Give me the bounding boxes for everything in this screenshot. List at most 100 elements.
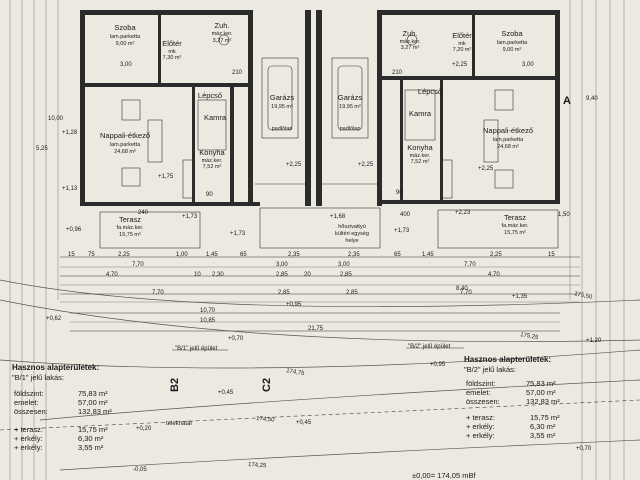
legend-left-row-1-value: 75,83 m² xyxy=(78,389,108,398)
dim-230: 2,30 xyxy=(212,272,224,278)
level-045b: +0,45 xyxy=(296,420,312,426)
legend-right-row-6-label: + erkély: xyxy=(466,431,495,440)
datum-label: ±0,00= 174,05 mBf xyxy=(412,471,476,480)
dim-90-a: 90 xyxy=(206,192,213,198)
room-eloter-left-area: 7,30 m² xyxy=(163,55,182,61)
dim-770-b: 7,70 xyxy=(464,262,476,268)
dim-2175: 21,75 xyxy=(308,326,324,332)
legend-right-row-3-value: 132,83 m² xyxy=(526,397,560,406)
dim-100: 1,00 xyxy=(176,252,188,258)
level-005: -0,05 xyxy=(133,467,147,473)
dim-1085: 10,85 xyxy=(200,318,216,324)
heat-pump-label-1: hőszivattyú xyxy=(338,224,366,230)
legend-left-row-3-value: 132,83 m² xyxy=(78,407,112,416)
room-konyha-right: Konyha xyxy=(407,143,433,152)
room-szoba-right-floor: lam.parketta xyxy=(497,40,528,46)
legend-right-row-5-label: + erkély: xyxy=(466,422,495,431)
dim-300-c: 3,00 xyxy=(120,62,132,68)
room-garazs-right: Garázs xyxy=(338,93,362,102)
room-konyha-right-floor: máz.ker. xyxy=(410,153,431,159)
room-nappali-left: Nappali-étkező xyxy=(100,131,150,140)
level-120: +1,20 xyxy=(586,338,602,344)
legend-left-row-4-value: 15,75 m² xyxy=(78,425,108,434)
dim-525: 5,25 xyxy=(36,146,48,152)
room-garazs-right-floor: padlólap xyxy=(340,126,361,132)
level-062: +0,62 xyxy=(46,316,62,322)
room-terasz-left-area: 15,75 m² xyxy=(119,232,141,238)
room-szoba-right: Szoba xyxy=(501,29,523,38)
dim-300-a: 3,00 xyxy=(276,262,288,268)
room-terasz-right: Terasz xyxy=(504,213,526,222)
label-b2: "B/2" jelű épület xyxy=(408,344,451,350)
dim-75: 75 xyxy=(88,252,95,258)
level-225c: +2,25 xyxy=(478,166,494,172)
room-zuh-left-area: 3,27 m² xyxy=(213,38,232,44)
legend-left-row-5-value: 6,30 m² xyxy=(78,434,104,443)
dim-225-a: 2,25 xyxy=(118,252,130,258)
room-lepcso-right: Lépcső xyxy=(418,87,442,96)
legend-right-row-1-label: földszint: xyxy=(466,379,496,388)
legend-right-row-1-value: 75,83 m² xyxy=(526,379,556,388)
dimension-labels: 15 75 2,25 1,00 1,45 65 2,35 2,35 65 1,4… xyxy=(36,62,598,332)
contour-lines xyxy=(0,279,640,471)
dim-210-a: 210 xyxy=(232,70,243,76)
legend-right-title: Hasznos alapterületek: xyxy=(464,355,551,364)
room-szoba-left-area: 9,00 m² xyxy=(116,41,135,47)
room-eloter-right: Előtér xyxy=(452,31,472,40)
dim-285-b: 2,85 xyxy=(340,272,352,278)
level-135: +1,35 xyxy=(512,294,528,300)
axis-b2: B2 xyxy=(169,378,181,392)
room-nappali-right-area: 24,68 m² xyxy=(497,144,519,150)
room-zuh-left: Zuh. xyxy=(214,21,229,30)
dim-770-d: 7,70 xyxy=(460,290,472,296)
garage-interiors xyxy=(255,57,377,185)
level-173b: +1,73 xyxy=(230,231,246,237)
level-173a: +1,73 xyxy=(182,214,198,220)
legend-right-row-4-value: 15,75 m² xyxy=(530,413,560,422)
legend-left-row-6-label: + erkély: xyxy=(14,443,43,452)
legend-left-row-2-label: emelet: xyxy=(14,398,39,407)
contour-label-17550: 175,50 xyxy=(574,291,594,301)
room-eloter-left-floor: mk xyxy=(168,49,176,55)
room-szoba-left: Szoba xyxy=(114,23,136,32)
room-zuh-right-floor: máz.ker. xyxy=(400,39,421,45)
level-168: +1,68 xyxy=(330,214,346,220)
level-020: +0,20 xyxy=(136,426,152,432)
level-225a: +2,25 xyxy=(286,162,302,168)
room-eloter-right-area: 7,20 m² xyxy=(453,47,472,53)
heat-pump-label-2: kültéri egység xyxy=(335,231,369,237)
building-labels: "B/1" jelű épület "B/2" jelű épület tele… xyxy=(166,95,593,480)
dim-235-b: 2,35 xyxy=(348,252,360,258)
room-zuh-right: Zuh. xyxy=(402,29,417,38)
legend-right-row-5-value: 6,30 m² xyxy=(530,422,556,431)
room-lepcso-left: Lépcső xyxy=(198,91,222,100)
room-garazs-left: Garázs xyxy=(270,93,294,102)
legend-right: Hasznos alapterületek: "B/2" jelű lakás:… xyxy=(464,355,560,440)
dim-770-a: 7,70 xyxy=(132,262,144,268)
level-225d: +2,25 xyxy=(452,62,468,68)
dim-145-a: 1,45 xyxy=(206,252,218,258)
terraces xyxy=(99,207,559,249)
level-223: +2,23 xyxy=(455,210,471,216)
room-szoba-right-area: 9,00 m² xyxy=(503,47,522,53)
room-kamra-left: Kamra xyxy=(204,113,227,122)
level-173c: +1,73 xyxy=(394,228,410,234)
room-zuh-right-area: 3,27 m² xyxy=(401,45,420,51)
contour-label-17425: 174,25 xyxy=(248,462,267,469)
label-b1: "B/1" jelű épület xyxy=(175,346,218,352)
heat-pump-label-3: helye xyxy=(345,238,358,244)
dimension-grid xyxy=(9,0,625,480)
room-szoba-left-floor: lam.parketta xyxy=(110,34,141,40)
room-nappali-left-area: 24,68 m² xyxy=(114,149,136,155)
room-nappali-right-floor: lam.parketta xyxy=(493,137,524,143)
room-garazs-left-area: 19,95 m² xyxy=(271,104,293,110)
legend-left-subtitle: "B/1" jelű lakás: xyxy=(12,373,64,382)
legend-right-row-2-label: emelet: xyxy=(466,388,491,397)
level-128: +1,28 xyxy=(62,130,78,136)
level-175: +1,75 xyxy=(158,174,174,180)
contour-label-17475: 174,75 xyxy=(286,368,306,377)
dim-10-a: 10 xyxy=(194,272,201,278)
dim-285-d: 2,85 xyxy=(346,290,358,296)
dim-235-a: 2,35 xyxy=(288,252,300,258)
legend-right-row-2-value: 57,00 m² xyxy=(526,388,556,397)
